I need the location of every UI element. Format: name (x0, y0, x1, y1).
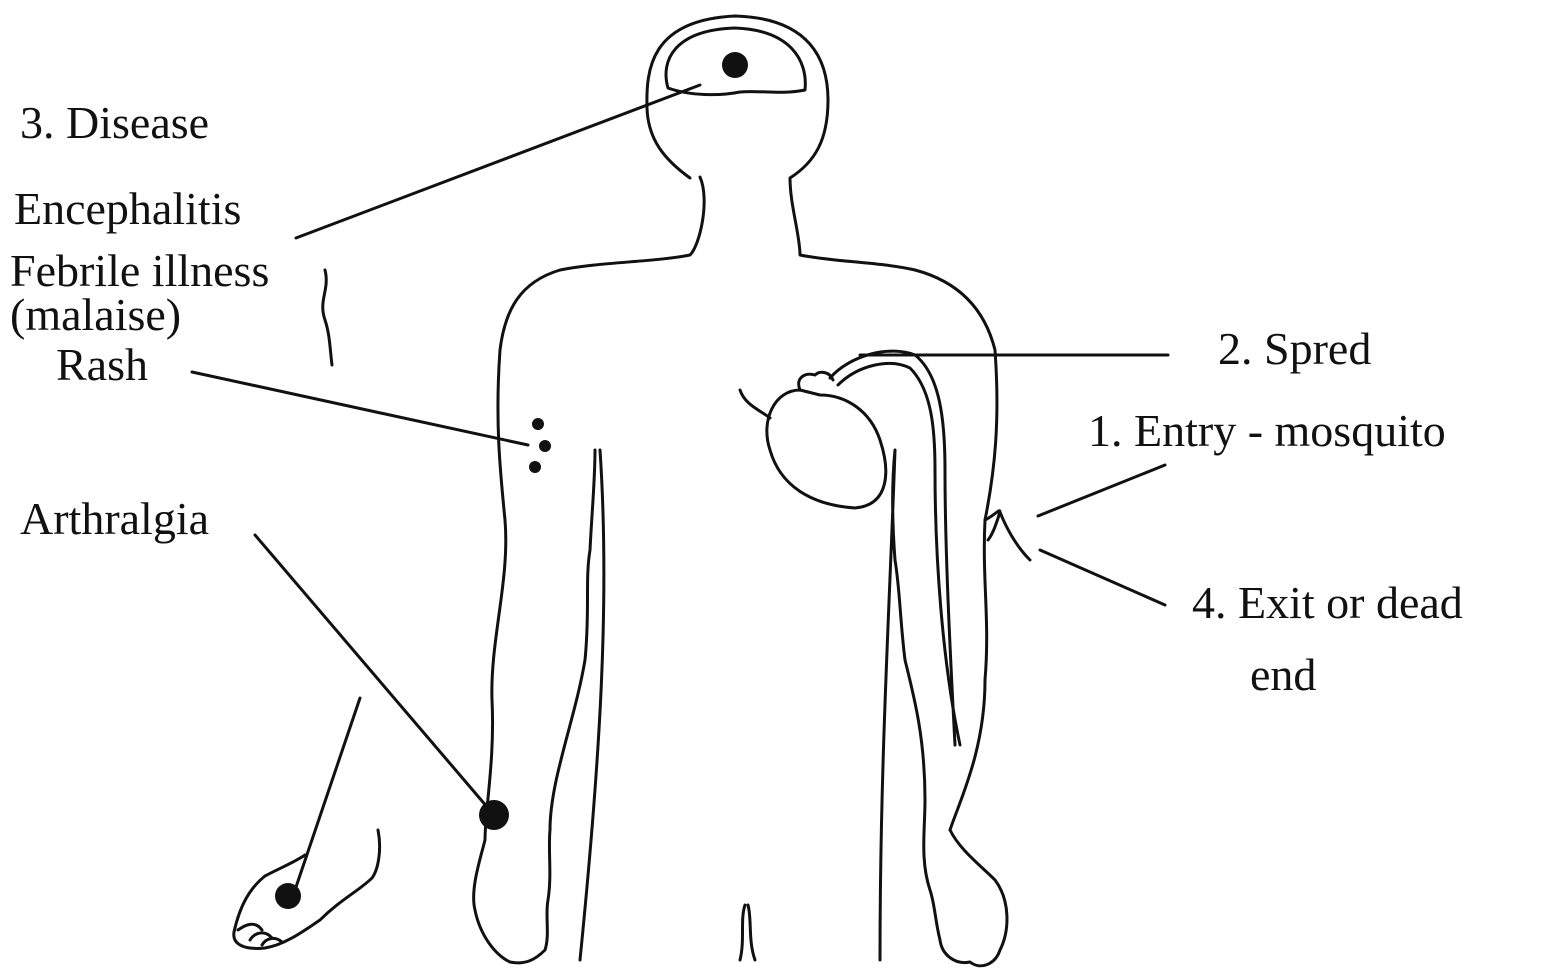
exit-label-line1: 4. Exit or dead (1192, 580, 1463, 626)
heart-icon (740, 372, 886, 508)
foot-joint-dot (275, 883, 301, 909)
spread-label: 2. Spred (1218, 326, 1371, 372)
foot-toe-lines-icon (238, 924, 282, 945)
arthralgia-leader-line-foot (295, 698, 360, 890)
rash-leader-line (192, 372, 528, 445)
encephalitis-label: Encephalitis (14, 186, 241, 232)
brain-infection-dot (722, 52, 748, 78)
human-body-icon (474, 16, 1007, 966)
exit-leader-line (1040, 550, 1165, 605)
encephalitis-leader-line (296, 85, 700, 238)
neck-squiggle-icon (323, 270, 332, 365)
mosquito-icon (985, 511, 1030, 560)
rash-dot (539, 440, 551, 452)
arthralgia-leader-line-hand (255, 535, 488, 808)
malaise-label: (malaise) (10, 292, 181, 338)
arthralgia-label: Arthralgia (20, 496, 209, 542)
entry-leader-line (1038, 465, 1165, 516)
foot-icon (234, 830, 380, 948)
wrist-joint-dot (479, 800, 509, 830)
exit-label-line2: end (1250, 652, 1316, 698)
disease-label: 3. Disease (20, 100, 209, 146)
rash-label: Rash (56, 342, 148, 388)
febrile-illness-label: Febrile illness (10, 248, 269, 294)
rash-dot (532, 418, 544, 430)
rash-dot (529, 461, 541, 473)
entry-label: 1. Entry - mosquito (1088, 408, 1446, 454)
